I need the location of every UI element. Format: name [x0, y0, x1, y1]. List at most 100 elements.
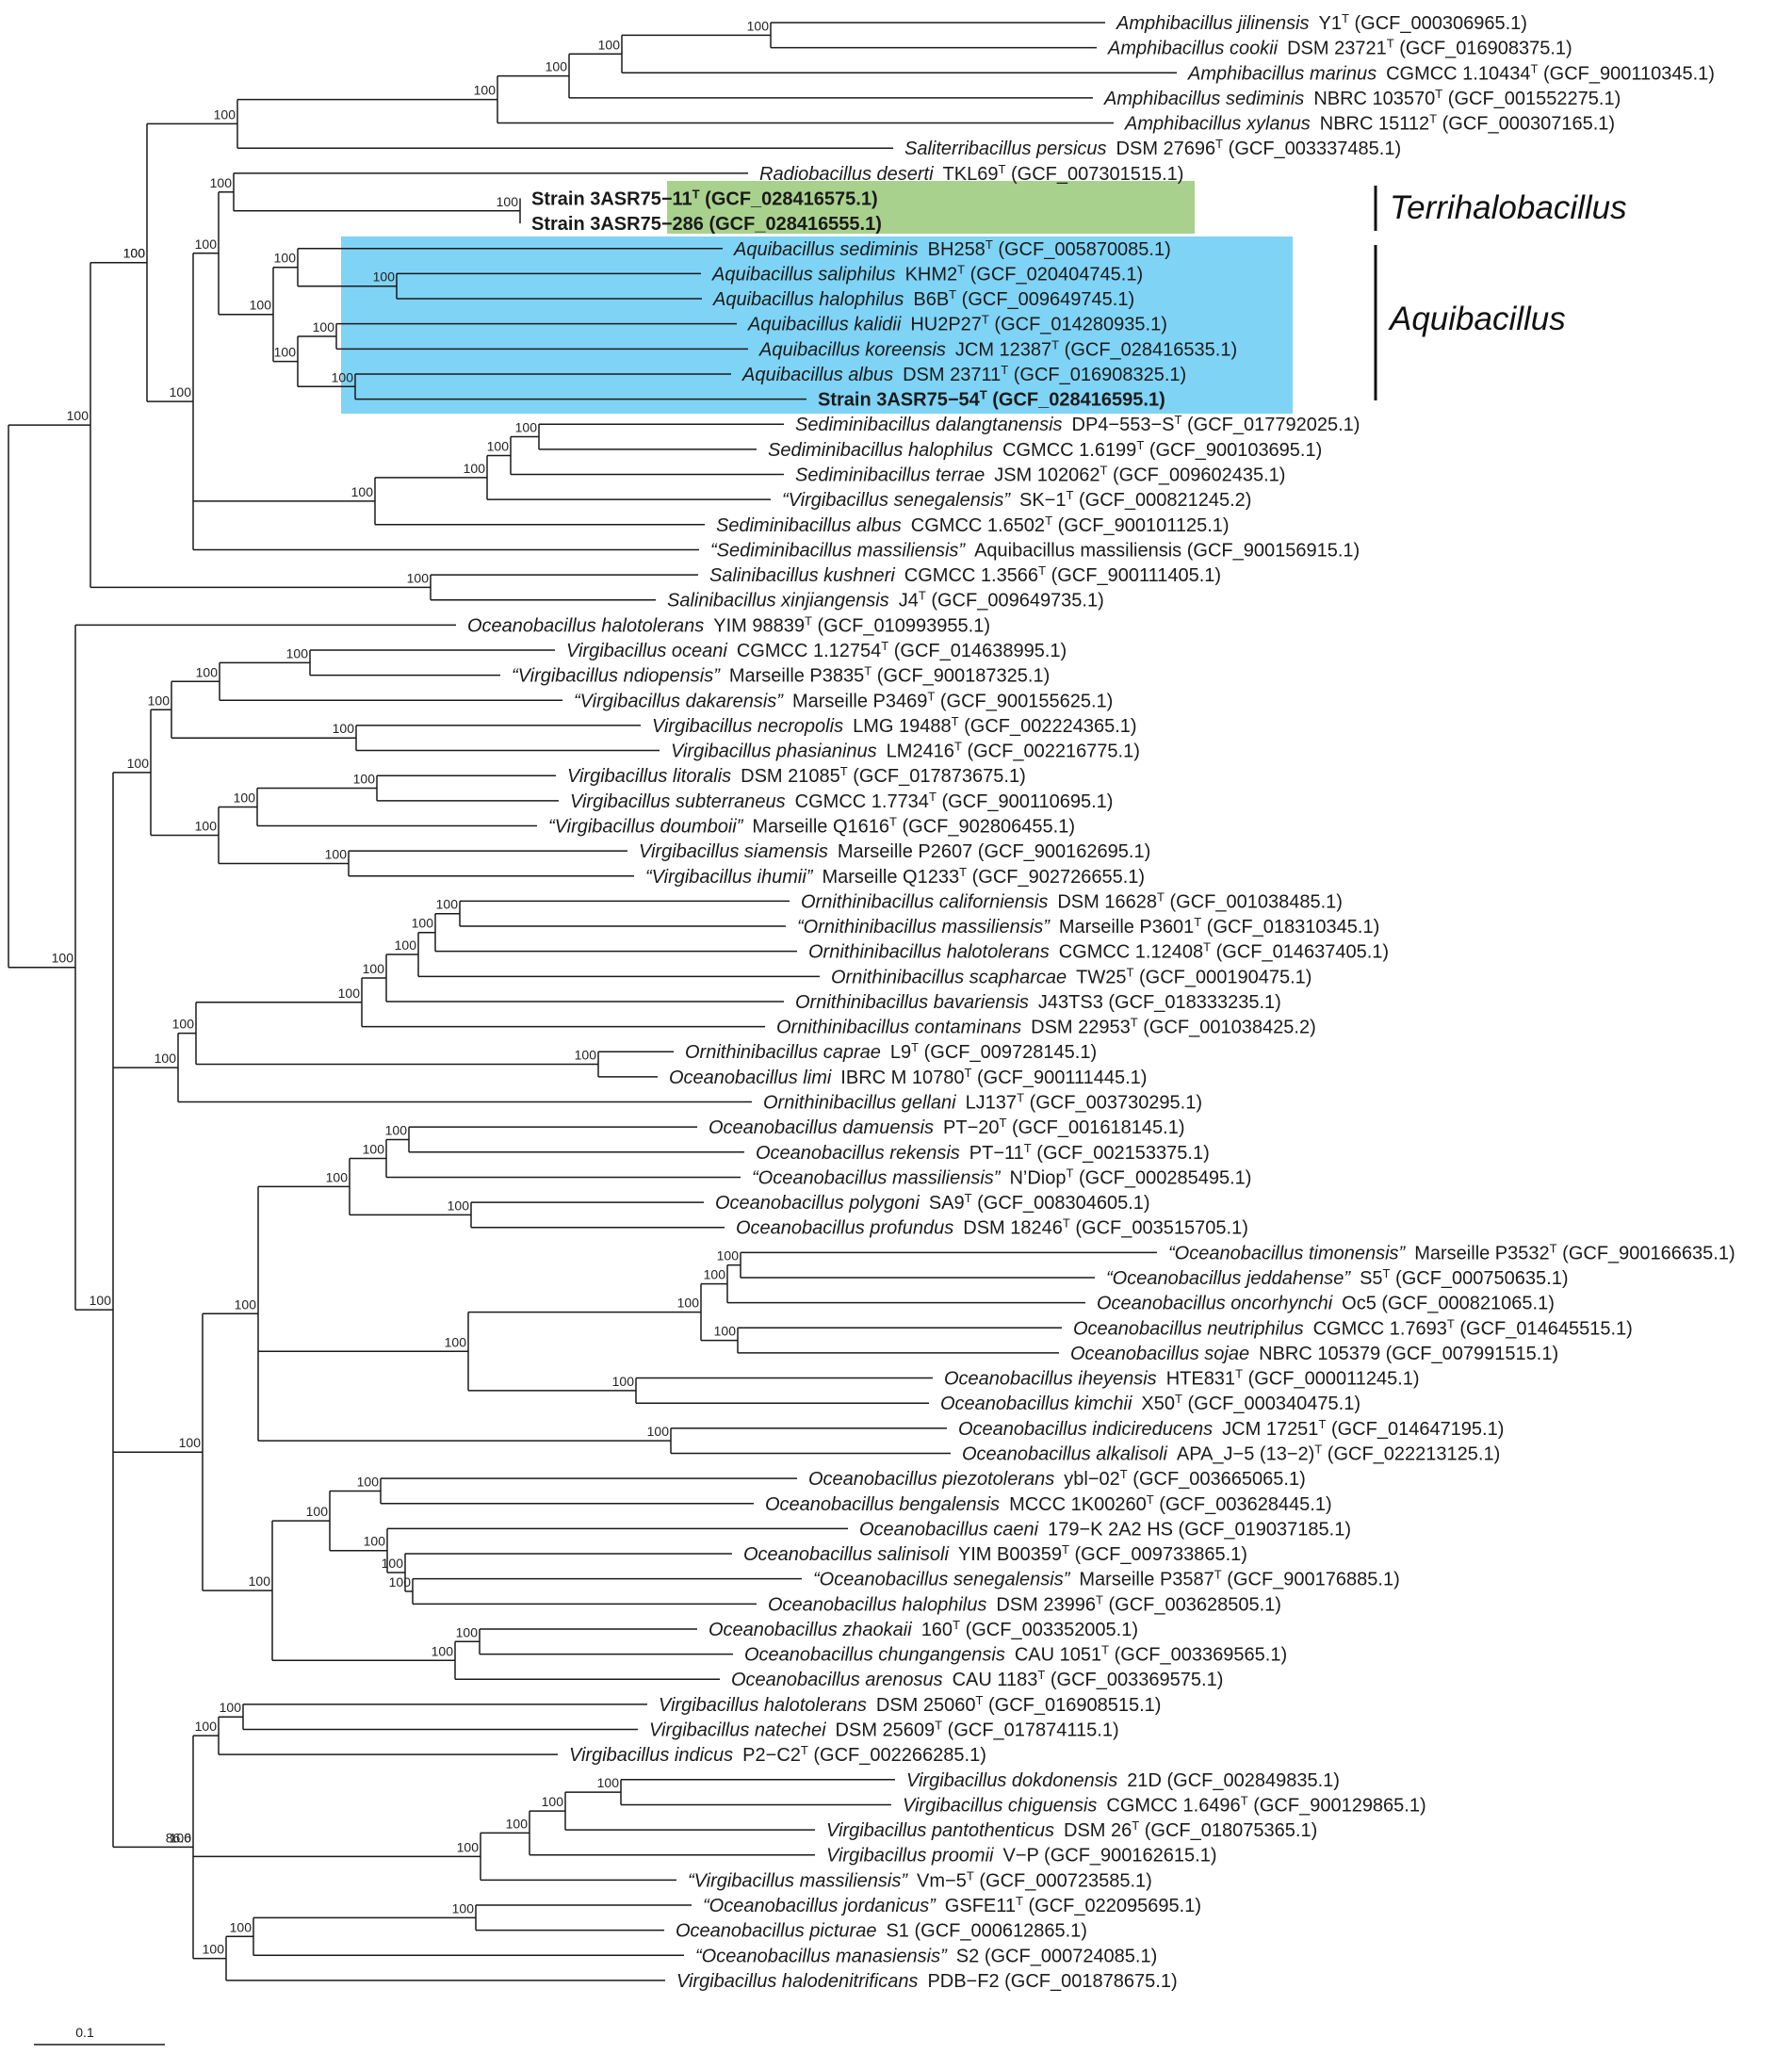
strain-designation: CAU 1051 [1005, 1645, 1101, 1666]
bootstrap-value: 100 [373, 269, 396, 285]
bootstrap-value: 100 [195, 818, 218, 833]
bootstrap-value: 100 [714, 1324, 737, 1339]
type-strain-marker: T [889, 814, 897, 828]
genome-accession: (GCF_005870085.1) [993, 239, 1171, 260]
genome-accession: (GCF_009733865.1) [1069, 1544, 1247, 1565]
leaf-label: Aquibacillus koreensis JCM 12387T (GCF_0… [758, 337, 1237, 361]
genome-accession: (GCF_014647195.1) [1326, 1419, 1504, 1440]
bootstrap-value: 100 [717, 1248, 740, 1263]
strain-designation: CGMCC 1.6199 [993, 440, 1136, 461]
type-strain-marker: T [1447, 1316, 1455, 1330]
strain-designation: CGMCC 1.6496 [1097, 1795, 1240, 1816]
genome-accession: (GCF_000724085.1) [979, 1946, 1157, 1966]
strain-designation: LM2416 [877, 742, 954, 762]
genome-accession: (GCF_018333235.1) [1103, 992, 1281, 1013]
type-strain-marker: T [1136, 437, 1144, 451]
leaf-label: Virgibacillus siamensis Marseille P2607 … [639, 841, 1150, 862]
species-name: Salinibacillus xinjiangensis [667, 591, 889, 611]
genome-accession: (GCF_009649745.1) [956, 289, 1134, 310]
species-name: Oceanobacillus kimchii [940, 1394, 1132, 1414]
genome-accession: (GCF_900103695.1) [1144, 440, 1322, 461]
species-name: Aquibacillus sediminis [733, 239, 919, 260]
bootstrap-value: 100 [382, 1556, 404, 1571]
species-name: Amphibacillus marinus [1187, 63, 1377, 84]
strain-designation: DSM 25060 [867, 1695, 976, 1716]
leaf-label: “Oceanobacillus massiliensis” N’DiopT (G… [752, 1166, 1251, 1189]
strain-designation: NBRC 15112 [1311, 114, 1429, 135]
strain-designation: B6B [904, 289, 949, 310]
genome-accession: (GCF_019037185.1) [1173, 1519, 1351, 1540]
species-name: Oceanobacillus salinisoli [743, 1544, 949, 1565]
leaf-label: Oceanobacillus halophilus DSM 23996T (GC… [768, 1592, 1281, 1616]
leaf-label: Amphibacillus jilinensis Y1T (GCF_000306… [1116, 11, 1527, 35]
genome-accession: (GCF_017873675.1) [848, 766, 1026, 787]
strain-designation: X50 [1132, 1394, 1175, 1414]
type-strain-marker: T [801, 1743, 808, 1757]
leaf-label: “Oceanobacillus manasiensis” S2 (GCF_000… [695, 1946, 1157, 1966]
bootstrap-value: 100 [364, 1534, 386, 1549]
type-strain-marker: T [1215, 137, 1223, 151]
bootstrap-value: 100 [395, 937, 417, 953]
genome-accession: (GCF_000723585.1) [974, 1870, 1152, 1891]
leaf-label: “Oceanobacillus jeddahense” S5T (GCF_000… [1106, 1266, 1569, 1290]
species-name: Virgibacillus pantothenticus [826, 1820, 1054, 1841]
strain-designation: S1 [876, 1921, 908, 1942]
strain-designation: Marseille P3469 [783, 691, 927, 711]
bootstrap-value: 100 [597, 1775, 620, 1790]
species-name: “Oceanobacillus jordanicus” [703, 1896, 937, 1916]
leaf-label: Oceanobacillus arenosus CAU 1183T (GCF_0… [731, 1668, 1223, 1691]
type-strain-marker: T [1241, 1793, 1248, 1807]
strain-designation: J4 [889, 591, 919, 611]
leaf-label: Saliterribacillus persicus DSM 27696T (G… [904, 137, 1401, 160]
tree-branches [8, 22, 1177, 1981]
aquibacillus-highlight [341, 236, 1293, 414]
strain-designation: DSM 21085 [731, 766, 840, 787]
bootstrap-value: 100 [123, 246, 146, 261]
strain-designation: YIM 98839 [704, 615, 805, 636]
leaf-label: Oceanobacillus rekensis PT−11T (GCF_0021… [756, 1140, 1210, 1164]
genome-accession: (GCF_000285495.1) [1073, 1167, 1251, 1188]
genome-accession: (GCF_000011245.1) [1243, 1369, 1420, 1390]
leaf-label: Aquibacillus saliphilus KHM2T (GCF_02040… [711, 262, 1143, 285]
species-name: Virgibacillus chiguensis [903, 1795, 1097, 1816]
genome-accession: (GCF_900176885.1) [1222, 1570, 1400, 1590]
strain-designation: TW25 [1067, 967, 1126, 987]
bootstrap-value: 100 [407, 570, 430, 585]
strain-designation: DSM 27696 [1107, 139, 1216, 159]
strain-designation: Marseille P3532 [1405, 1243, 1549, 1263]
leaf-label: Oceanobacillus caeni 179−K 2A2 HS (GCF_0… [859, 1519, 1351, 1540]
genome-accession: (GCF_003665065.1) [1128, 1469, 1306, 1490]
strain-designation: 21D [1117, 1770, 1162, 1791]
strain-designation: Y1 [1310, 13, 1342, 34]
species-name: Sediminibacillus terrae [795, 465, 985, 486]
bootstrap-value: 100 [474, 83, 497, 98]
leaf-label: Oceanobacillus piezotolerans ybl−02T (GC… [808, 1467, 1306, 1491]
species-name: Sediminibacillus dalangtanensis [795, 415, 1063, 435]
type-strain-marker: T [1045, 513, 1052, 527]
leaf-label: Salinibacillus xinjiangensis J4T (GCF_00… [667, 588, 1104, 611]
bootstrap-value: 100 [351, 484, 374, 499]
strain-designation: GSFE11 [936, 1896, 1016, 1916]
leaf-label: Ornithinibacillus californiensis DSM 166… [801, 889, 1343, 913]
genome-accession: (GCF_007991515.1) [1380, 1344, 1558, 1364]
leaf-label: Oceanobacillus oncorhynchi Oc5 (GCF_0008… [1097, 1294, 1555, 1314]
genome-accession: (GCF_900110695.1) [937, 791, 1114, 812]
strain-designation: J43TS3 [1029, 992, 1103, 1013]
genome-accession: (GCF_003628445.1) [1154, 1494, 1332, 1515]
leaf-label: Oceanobacillus salinisoli YIM B00359T (G… [743, 1542, 1247, 1566]
bootstrap-value: 100 [214, 106, 236, 122]
genome-accession: (GCF_001038425.2) [1138, 1018, 1316, 1038]
bootstrap-value: 100 [127, 756, 150, 771]
leaf-label: Oceanobacillus kimchii X50T (GCF_0003404… [940, 1392, 1360, 1415]
bootstrap-value: 100 [612, 1374, 635, 1389]
leaf-label: “Virgibacillus dakarensis” Marseille P34… [574, 689, 1113, 712]
bootstrap-values: 100 100 100 100 100 100 100 100 100 100 100 100 100 1… [52, 18, 770, 1956]
bootstrap-value: 100 [357, 1474, 380, 1489]
bootstrap-value: 100 [338, 986, 361, 1001]
leaf-label: Ornithinibacillus contaminans DSM 22953T… [776, 1015, 1316, 1038]
genome-accession: (GCF_003369565.1) [1109, 1645, 1287, 1666]
leaf-label: “Oceanobacillus timonensis” Marseille P3… [1168, 1241, 1735, 1264]
genome-accession: (GCF_014645515.1) [1455, 1318, 1633, 1339]
type-strain-marker: T [1016, 1894, 1023, 1908]
type-strain-marker: T [881, 639, 888, 653]
